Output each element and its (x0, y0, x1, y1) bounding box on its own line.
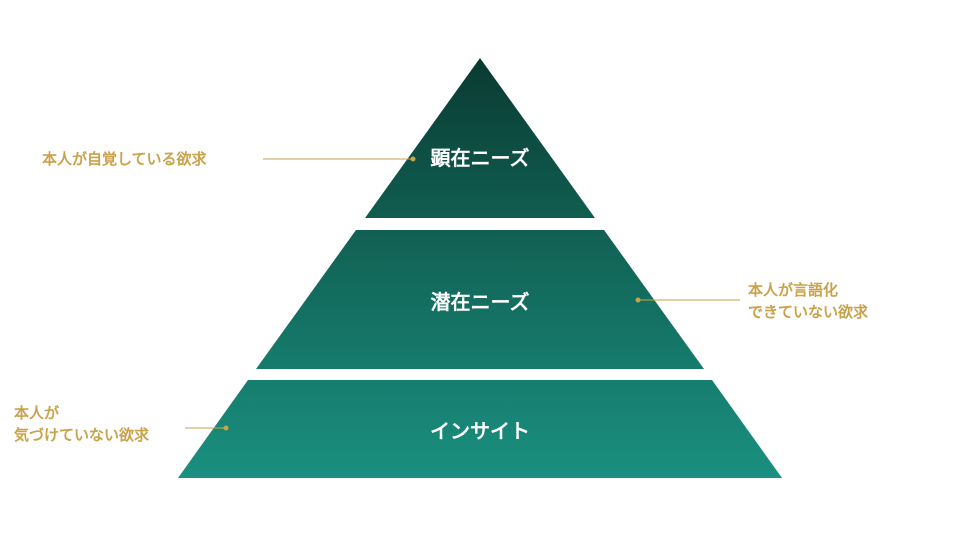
tier-label-bottom: インサイト (430, 419, 530, 443)
annotation-bottom: 本人が 気づけていない欲求 (14, 402, 149, 446)
annotation-bottom-line-1: 本人が (14, 404, 60, 422)
annotation-middle-line-2: できていない欲求 (748, 303, 869, 321)
leader-line-top (263, 156, 416, 162)
pyramid-tier-top (365, 58, 595, 218)
pyramid-tier-middle (256, 230, 704, 369)
pyramid-tier-bottom (178, 380, 782, 478)
leader-line-middle (635, 297, 740, 303)
annotation-top-line-1: 本人が自覚している欲求 (42, 150, 207, 168)
tier-label-top: 顕在ニーズ (431, 146, 530, 170)
annotation-bottom-line-2: 気づけていない欲求 (14, 426, 150, 444)
tier-label-middle: 潜在ニーズ (431, 290, 530, 314)
leader-line-bottom (185, 425, 229, 431)
annotation-middle: 本人が言語化 できていない欲求 (748, 279, 868, 323)
annotation-middle-line-1: 本人が言語化 (748, 281, 839, 299)
annotation-top: 本人が自覚している欲求 (42, 148, 207, 170)
